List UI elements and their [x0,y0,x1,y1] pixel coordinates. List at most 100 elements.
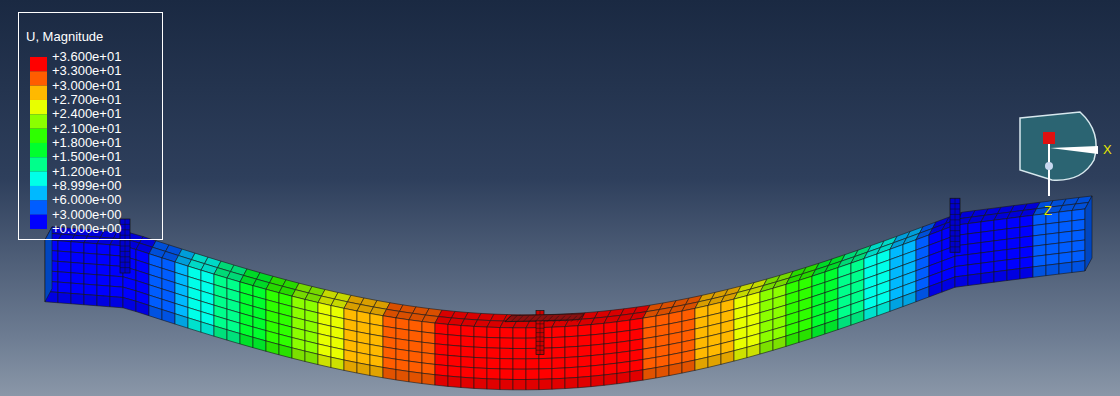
mesh-element [188,318,201,332]
mesh-element [422,322,435,334]
mesh-element [500,348,513,359]
mesh-element [175,314,188,328]
mesh-element [734,347,747,361]
mesh-element [903,291,916,306]
mesh-element [695,357,708,370]
mesh-element [1033,234,1046,246]
mesh-element [578,325,591,336]
legend-value: +1.500e+01 [52,150,121,164]
mesh-element [71,262,84,273]
mesh-element [71,252,84,263]
mesh-element [604,342,617,354]
mesh-element [864,306,877,321]
mesh-element [526,369,539,380]
legend-swatch [30,86,47,100]
mesh-element [396,370,409,382]
mesh-element [513,348,526,358]
mesh-element [435,375,448,387]
mesh-element [409,351,422,363]
mesh-element [123,298,136,312]
mesh-element [682,360,695,373]
mesh-element [955,265,968,277]
mesh-element [760,340,773,354]
mesh-element [1020,267,1033,279]
mesh-element [565,357,578,368]
mesh-element [435,364,448,376]
load-plate [505,314,584,322]
mesh-element [383,367,396,379]
mesh-element [552,327,565,338]
mesh-element [422,342,435,354]
legend-value: +3.300e+01 [52,64,121,78]
mesh-element [487,358,500,369]
mesh-element [968,263,981,275]
mesh-element [591,344,604,356]
mesh-element [1059,231,1072,243]
mesh-element [97,285,110,296]
mesh-element [578,335,591,346]
mesh-element [1020,215,1033,227]
mesh-element [461,357,474,368]
mesh-element [591,375,604,387]
mesh-element [110,286,123,297]
mesh-element [461,346,474,357]
beam-end [45,227,52,302]
mesh-element [786,332,799,346]
mesh-element [1020,226,1033,238]
mesh-element [97,275,110,286]
mesh-element [448,324,461,335]
mesh-element [214,326,227,340]
legend-swatch [30,71,47,85]
mesh-element [1007,248,1020,260]
mesh-element [1007,238,1020,250]
mesh-element [747,344,760,358]
mesh-element [474,357,487,368]
legend-swatch [30,57,47,71]
mesh-element [1033,265,1046,277]
mesh-element [58,251,71,262]
mesh-element [981,272,994,284]
legend-value: +6.000e+00 [52,193,121,207]
mesh-element [253,337,266,351]
mesh-element [968,222,981,234]
mesh-element [1046,222,1059,234]
mesh-element [552,347,565,358]
mesh-element [1046,253,1059,265]
mesh-element [227,330,240,344]
mesh-element [981,231,994,243]
mesh-element [409,320,422,332]
mesh-element [617,320,630,332]
mesh-element [1059,241,1072,253]
mesh-element [84,274,97,285]
mesh-element [474,337,487,348]
mesh-element [578,376,591,387]
mesh-element [591,323,604,335]
mesh-element [240,334,253,348]
mesh-element [981,251,994,263]
mesh-element [58,292,71,303]
mesh-element [1059,252,1072,264]
mesh-element [513,359,526,369]
mesh-element [968,274,981,286]
mesh-element [825,319,838,334]
mesh-element [513,338,526,348]
legend-value: +1.200e+01 [52,165,121,179]
mesh-element [604,363,617,375]
mesh-element [890,296,903,311]
mesh-element [448,366,461,377]
legend-swatch [30,215,47,229]
mesh-element [448,355,461,366]
mesh-element [84,263,97,274]
mesh-element [1033,224,1046,236]
mesh-element [474,378,487,389]
mesh-element [422,373,435,385]
mesh-element [474,326,487,337]
mesh-element [1046,264,1059,276]
mesh-element [97,295,110,306]
legend-swatch [30,172,47,186]
mesh-element [1072,209,1085,221]
mesh-element [110,276,123,287]
mesh-element [58,282,71,293]
